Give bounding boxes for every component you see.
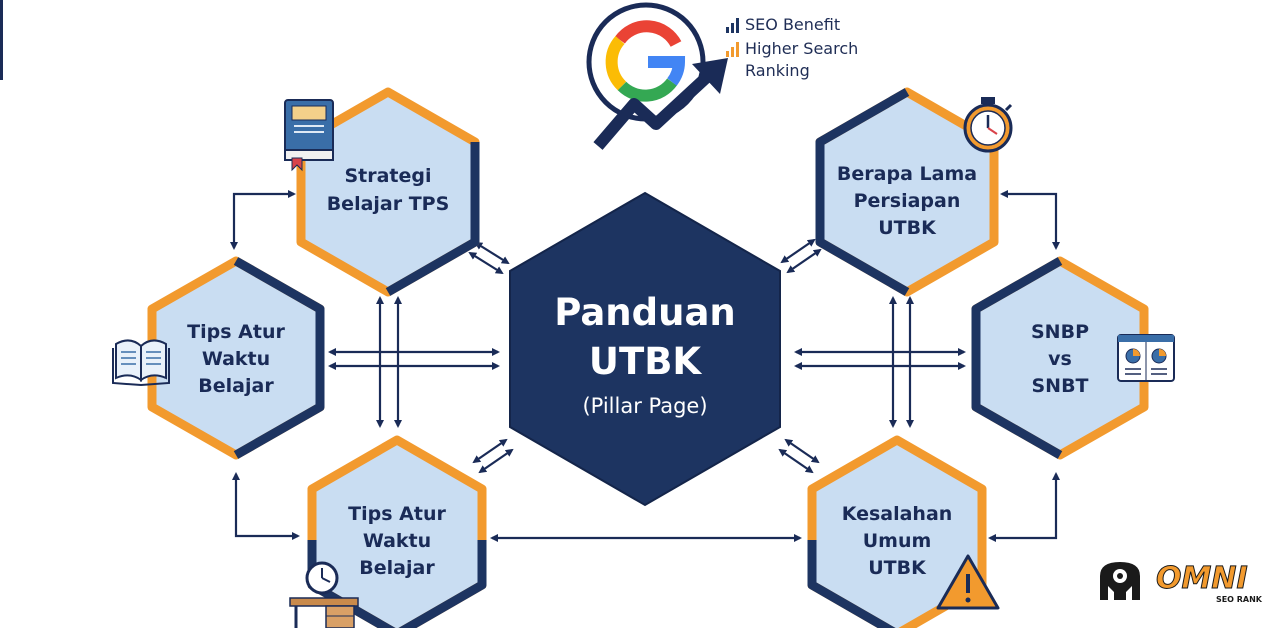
warning-icon bbox=[936, 554, 1000, 610]
connector-arrows bbox=[230, 190, 1060, 542]
node-tips-left-line1: Tips Atur bbox=[187, 321, 285, 343]
desk-clock-icon bbox=[289, 561, 359, 628]
brand-tagline: SEO RANK bbox=[1216, 595, 1263, 604]
hex-node-berapa: Berapa Lama Persiapan UTBK bbox=[815, 87, 999, 297]
hex-node-tips-left: Tips Atur Waktu Belajar bbox=[147, 256, 325, 460]
node-strategi-line1: Strategi bbox=[344, 165, 431, 187]
stopwatch-icon bbox=[963, 97, 1013, 153]
node-snbp-line3: SNBT bbox=[1031, 375, 1088, 397]
node-kesalahan-line3: UTBK bbox=[868, 557, 927, 579]
dashboard-icon bbox=[1117, 334, 1175, 382]
node-snbp-line1: SNBP bbox=[1031, 321, 1089, 343]
bar-chart-icon bbox=[726, 17, 739, 33]
hex-node-strategi: Strategi Belajar TPS bbox=[296, 87, 480, 297]
center-subtitle: (Pillar Page) bbox=[582, 394, 707, 418]
brand-name: OMNI bbox=[1156, 561, 1248, 596]
mascot-icon bbox=[1100, 562, 1140, 600]
pillar-page-hexagon: Panduan UTBK (Pillar Page) bbox=[509, 191, 781, 507]
left-edge-bar bbox=[0, 0, 3, 80]
node-tips-bottom-line3: Belajar bbox=[359, 557, 435, 579]
node-kesalahan-line2: Umum bbox=[863, 530, 932, 552]
hex-node-tips-bottom: Tips Atur Waktu Belajar bbox=[307, 435, 487, 628]
book-icon bbox=[284, 99, 334, 172]
node-snbp-line2: vs bbox=[1048, 348, 1072, 370]
center-title-line2: UTBK bbox=[589, 340, 702, 383]
node-berapa-line1: Berapa Lama bbox=[837, 163, 977, 185]
hex-node-snbp: SNBP vs SNBT bbox=[971, 256, 1149, 460]
seo-legend: SEO Benefit Higher Search Ranking bbox=[726, 14, 858, 82]
node-tips-left-line2: Waktu bbox=[202, 348, 270, 370]
node-tips-bottom-line1: Tips Atur bbox=[348, 503, 446, 525]
node-strategi-line2: Belajar TPS bbox=[327, 193, 450, 215]
trend-arrow-icon bbox=[593, 58, 728, 150]
node-tips-left-line3: Belajar bbox=[198, 375, 274, 397]
legend-ranking-line2: Ranking bbox=[745, 61, 810, 80]
node-kesalahan-line1: Kesalahan bbox=[842, 503, 953, 525]
hex-node-kesalahan: Kesalahan Umum UTBK bbox=[807, 435, 987, 628]
node-berapa-line3: UTBK bbox=[878, 217, 937, 239]
legend-ranking-line1: Higher Search bbox=[745, 39, 859, 58]
open-book-icon bbox=[112, 339, 170, 387]
node-tips-bottom-line2: Waktu bbox=[363, 530, 431, 552]
center-title-line1: Panduan bbox=[554, 291, 736, 334]
bar-chart-icon-orange bbox=[726, 41, 739, 57]
legend-item-seo: SEO Benefit bbox=[726, 14, 858, 36]
legend-seo-label: SEO Benefit bbox=[745, 15, 841, 34]
node-berapa-line2: Persiapan bbox=[854, 190, 961, 212]
legend-item-ranking: Higher Search Ranking bbox=[726, 38, 858, 82]
omni-seo-rank-logo: OMNI SEO RANK bbox=[1092, 556, 1272, 608]
